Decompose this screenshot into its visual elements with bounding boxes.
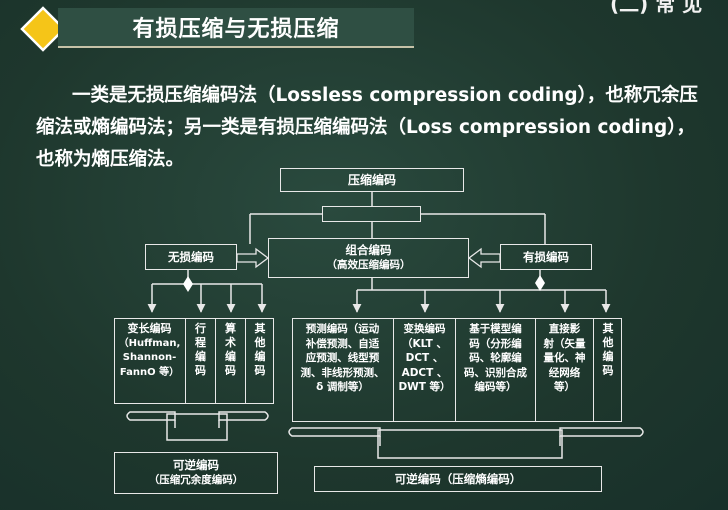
leaf-char: 他 — [602, 336, 614, 349]
leaf-line: 预测编码（运动 — [305, 323, 380, 335]
reversible-label: 可逆编码 — [173, 458, 219, 472]
other-lossless-coding: 其 他 编 码 — [246, 318, 274, 404]
partial-corner-text: (二) 常 见 — [610, 0, 703, 16]
leaf-line: DCT 、 — [405, 352, 444, 364]
intro-paragraph: 一类是无损压缩编码法（Lossless compression coding），… — [36, 85, 698, 170]
run-length-coding: 行 程 编 码 — [186, 318, 216, 404]
leaf-char: 算 — [225, 322, 236, 335]
leaf-line: 补偿预测、自适 — [305, 337, 380, 350]
leaf-line: 直接影 — [548, 323, 581, 335]
combined-sublabel: （高效压缩编码） — [326, 259, 411, 271]
root-compression-coding: 压缩编码 — [280, 168, 464, 192]
leaf-char: 码 — [195, 364, 206, 377]
leaf-line: 测、非线形预测、 — [300, 366, 385, 379]
leaf-line: DWT 等） — [398, 381, 451, 393]
direct-mapping-coding: 直接影 射（矢量 量化、神 经网络 等） — [536, 318, 594, 422]
leaf-line: 码、轮廓编 — [469, 352, 522, 364]
lossy-children-group — [292, 318, 622, 422]
variable-length-coding: 变长编码 （Huffman, Shannon- FannO 等） — [114, 318, 186, 404]
leaf-line: 经网络 — [548, 366, 581, 379]
leaf-char: 编 — [225, 350, 236, 363]
leaf-char: 码 — [254, 364, 266, 377]
leaf-char: 术 — [225, 336, 236, 349]
reversible-sublabel: （压缩冗余度编码） — [148, 474, 244, 486]
leaf-char: 编 — [254, 350, 266, 363]
reversible-coding-box: 可逆编码 （压缩冗余度编码） — [114, 452, 278, 494]
predictive-coding: 预测编码（运动 补偿预测、自适 应预测、线型预 测、非线形预测、 δ 调制等） — [292, 318, 394, 422]
leaf-char: 其 — [602, 322, 614, 335]
lossless-coding-box: 无损编码 — [145, 244, 237, 270]
combined-label: 组合编码 — [345, 243, 392, 257]
leaf-char: 码 — [225, 364, 236, 377]
arithmetic-coding: 算 术 编 码 — [216, 318, 246, 404]
leaf-line: （KLT 、 — [402, 337, 447, 350]
leaf-char: 编 — [195, 350, 206, 363]
leaf-line: FannO 等） — [119, 366, 180, 378]
leaf-line: 应预测、线型预 — [305, 352, 380, 364]
diamond-icon — [20, 6, 66, 52]
lossy-coding-box: 有损编码 — [500, 244, 592, 270]
title-bar: 有损压缩与无损压缩 (二) 常 见 — [0, 0, 728, 52]
leaf-char: 程 — [195, 336, 206, 349]
leaf-line: 等） — [554, 381, 575, 393]
leaf-line: ADCT 、 — [401, 366, 448, 379]
irreversible-coding-box: 可逆编码（压缩熵编码） — [314, 466, 602, 492]
leaf-char: 码 — [602, 364, 614, 377]
transform-coding: 变换编码 （KLT 、 DCT 、 ADCT 、 DWT 等） — [394, 318, 456, 422]
leaf-line: 编码等） — [474, 381, 517, 393]
leaf-line: δ 调制等） — [316, 381, 369, 393]
leaf-line: 码（分形编 — [469, 337, 522, 350]
leaf-char: 编 — [602, 350, 614, 363]
leaf-line: 量化、神 — [543, 352, 586, 364]
leaf-char: 他 — [254, 336, 266, 349]
model-based-coding: 基于模型编 码（分形编 码、轮廓编 码、识别合成 编码等） — [456, 318, 536, 422]
slide-title: 有损压缩与无损压缩 — [58, 8, 414, 48]
leaf-line: （Huffman, — [118, 337, 181, 349]
leaf-line: 射（矢量 — [543, 337, 586, 350]
leaf-line: 变长编码 — [127, 322, 172, 335]
lossless-children-group — [114, 318, 274, 404]
leaf-char: 行 — [195, 322, 206, 335]
leaf-line: 码、识别合成 — [464, 366, 527, 379]
junction-bar — [322, 206, 421, 222]
leaf-char: 其 — [254, 322, 266, 335]
other-lossy-coding: 其 他 编 码 — [594, 318, 622, 422]
leaf-line: 变换编码 — [403, 323, 446, 335]
combined-coding-box: 组合编码 （高效压缩编码） — [268, 238, 469, 278]
leaf-line: Shannon- — [122, 352, 177, 363]
leaf-line: 基于模型编 — [469, 323, 522, 335]
